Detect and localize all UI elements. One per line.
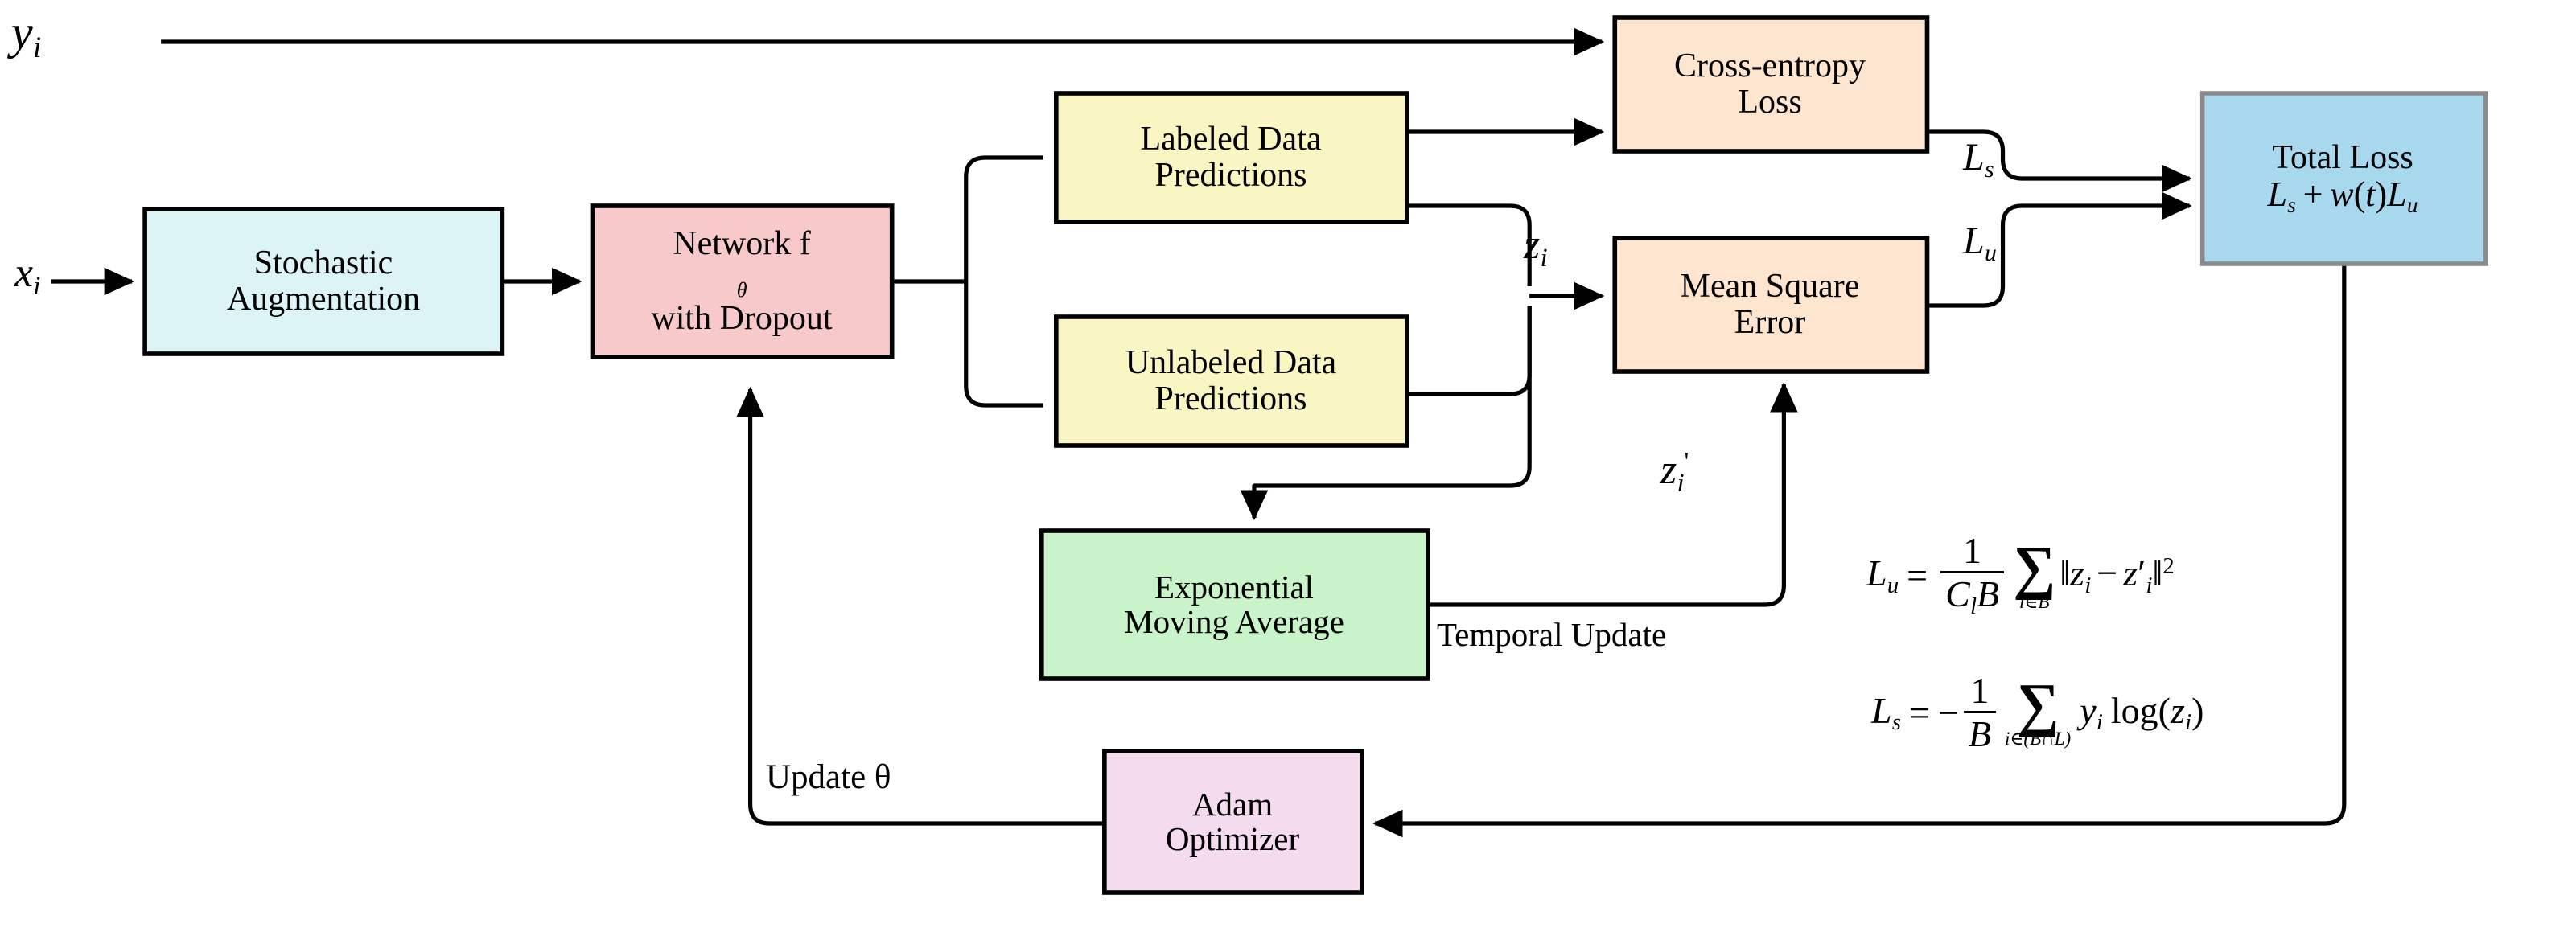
lu-eq-den-b: B	[1977, 573, 2000, 614]
zi-prime-mark: '	[1684, 446, 1689, 476]
edge-ema-temporal-update	[1428, 382, 1798, 607]
node-unlabeled-data-predictions	[1054, 314, 1409, 448]
lu-eq-fraction: 1 ClB	[1940, 530, 2005, 619]
zi-prime-symbol: z	[1660, 447, 1677, 493]
node-cross-entropy-loss	[1612, 15, 1930, 154]
yi-subscript: i	[33, 31, 42, 65]
label-zi-prime: zi'	[1660, 446, 1689, 498]
edge-total-to-adam	[1372, 264, 2347, 838]
edge-labeled-to-merge	[1407, 203, 1532, 286]
ls-eq-log-arg-sub: i	[2185, 710, 2192, 736]
edge-mse-to-total	[1927, 191, 2192, 308]
label-input-yi: yi	[11, 5, 41, 65]
ls-eq-denominator: B	[1963, 711, 1996, 754]
lu-symbol: L	[1963, 220, 1985, 262]
ls-eq-lhs: Ls	[1871, 689, 1901, 737]
ls-eq-sum-limits: i∈(B∩L)	[2005, 729, 2072, 749]
lu-eq-body: ‖zi−z′i‖2	[2060, 552, 2174, 599]
label-zi: zi	[1524, 221, 1548, 273]
zi-subscript: i	[1540, 242, 1548, 272]
ls-eq-y: y	[2080, 689, 2097, 731]
node-total-loss	[2199, 91, 2488, 266]
edge-merge-down-to-ema	[1240, 306, 1532, 520]
node-network-dropout	[590, 203, 895, 359]
ls-eq-sign: −	[1937, 692, 1959, 733]
lu-eq-summation: ∑ i∈B	[2013, 535, 2056, 612]
ls-eq-equals: =	[1908, 692, 1930, 733]
ls-eq-summation: ∑ i∈(B∩L)	[2005, 671, 2072, 749]
ls-eq-lhs-sub: s	[1891, 710, 1901, 736]
node-stochastic-augmentation	[142, 207, 505, 356]
lu-eq-z2-sub: i	[2146, 573, 2153, 598]
lu-eq-norm-open: ‖	[2060, 552, 2071, 594]
edge-network-split-up	[964, 155, 1043, 281]
xi-subscript: i	[33, 270, 41, 300]
edge-network-split-down	[964, 281, 1043, 408]
lu-eq-z2-prime: ′	[2138, 552, 2146, 594]
lu-eq-numerator: 1	[1963, 530, 1982, 571]
lu-eq-lhs-sub: u	[1887, 573, 1899, 598]
label-loss-unsupervised: Lu	[1963, 219, 1997, 267]
node-adam-optimizer	[1102, 749, 1364, 895]
zi-symbol: z	[1524, 222, 1541, 268]
ls-eq-fraction: 1 B	[1963, 670, 1996, 754]
ls-eq-sum-sigma: ∑	[2016, 671, 2060, 738]
lu-eq-sum-limits: i∈B	[2018, 592, 2050, 612]
label-loss-supervised: Ls	[1963, 135, 1994, 183]
node-exponential-moving-average	[1039, 528, 1430, 681]
lu-eq-sum-sigma: ∑	[2013, 535, 2056, 602]
lu-eq-lhs-symbol: L	[1866, 552, 1887, 594]
lu-eq-denominator: ClB	[1940, 571, 2005, 619]
lu-eq-minus: −	[2097, 552, 2118, 594]
edge-unlabeled-to-merge	[1407, 306, 1532, 396]
node-mean-square-error	[1612, 236, 1930, 374]
label-temporal-update: Temporal Update	[1437, 616, 1667, 653]
edge-cross-entropy-to-total	[1927, 129, 2192, 193]
lu-eq-z-sub: i	[2084, 573, 2092, 598]
ls-eq-den-b: B	[1968, 713, 1991, 754]
lu-eq-z: z	[2070, 552, 2085, 594]
lu-eq-equals: =	[1907, 555, 1928, 597]
lu-eq-z2: z	[2123, 552, 2138, 594]
lu-subscript: u	[1985, 239, 1997, 266]
lu-eq-norm-close: ‖	[2152, 552, 2163, 594]
lu-eq-den-c-sub: l	[1970, 593, 1977, 619]
xi-symbol: x	[14, 250, 34, 296]
node-labeled-data-predictions	[1054, 91, 1409, 224]
lu-eq-lhs: Lu	[1866, 552, 1899, 599]
ls-subscript: s	[1985, 155, 1994, 183]
ls-symbol: L	[1963, 136, 1985, 179]
zi-prime-subscript: i	[1677, 467, 1685, 497]
ls-eq-log: log(	[2110, 689, 2171, 731]
yi-symbol: y	[11, 6, 33, 59]
ls-eq-log-close: )	[2191, 689, 2204, 731]
ls-eq-lhs-symbol: L	[1871, 689, 1892, 731]
ls-eq-numerator: 1	[1970, 670, 1990, 711]
label-input-xi: xi	[14, 249, 40, 301]
equation-unsupervised-loss: Lu = 1 ClB ∑ i∈B ‖zi−z′i‖2	[1866, 532, 2175, 618]
lu-eq-power: 2	[2162, 554, 2175, 580]
ls-eq-log-arg: z	[2170, 689, 2185, 731]
edge-adam-to-network	[736, 387, 1105, 826]
ls-eq-y-sub: i	[2096, 710, 2103, 736]
label-update-theta: Update θ	[766, 758, 891, 796]
lu-eq-den-c: C	[1945, 573, 1970, 614]
